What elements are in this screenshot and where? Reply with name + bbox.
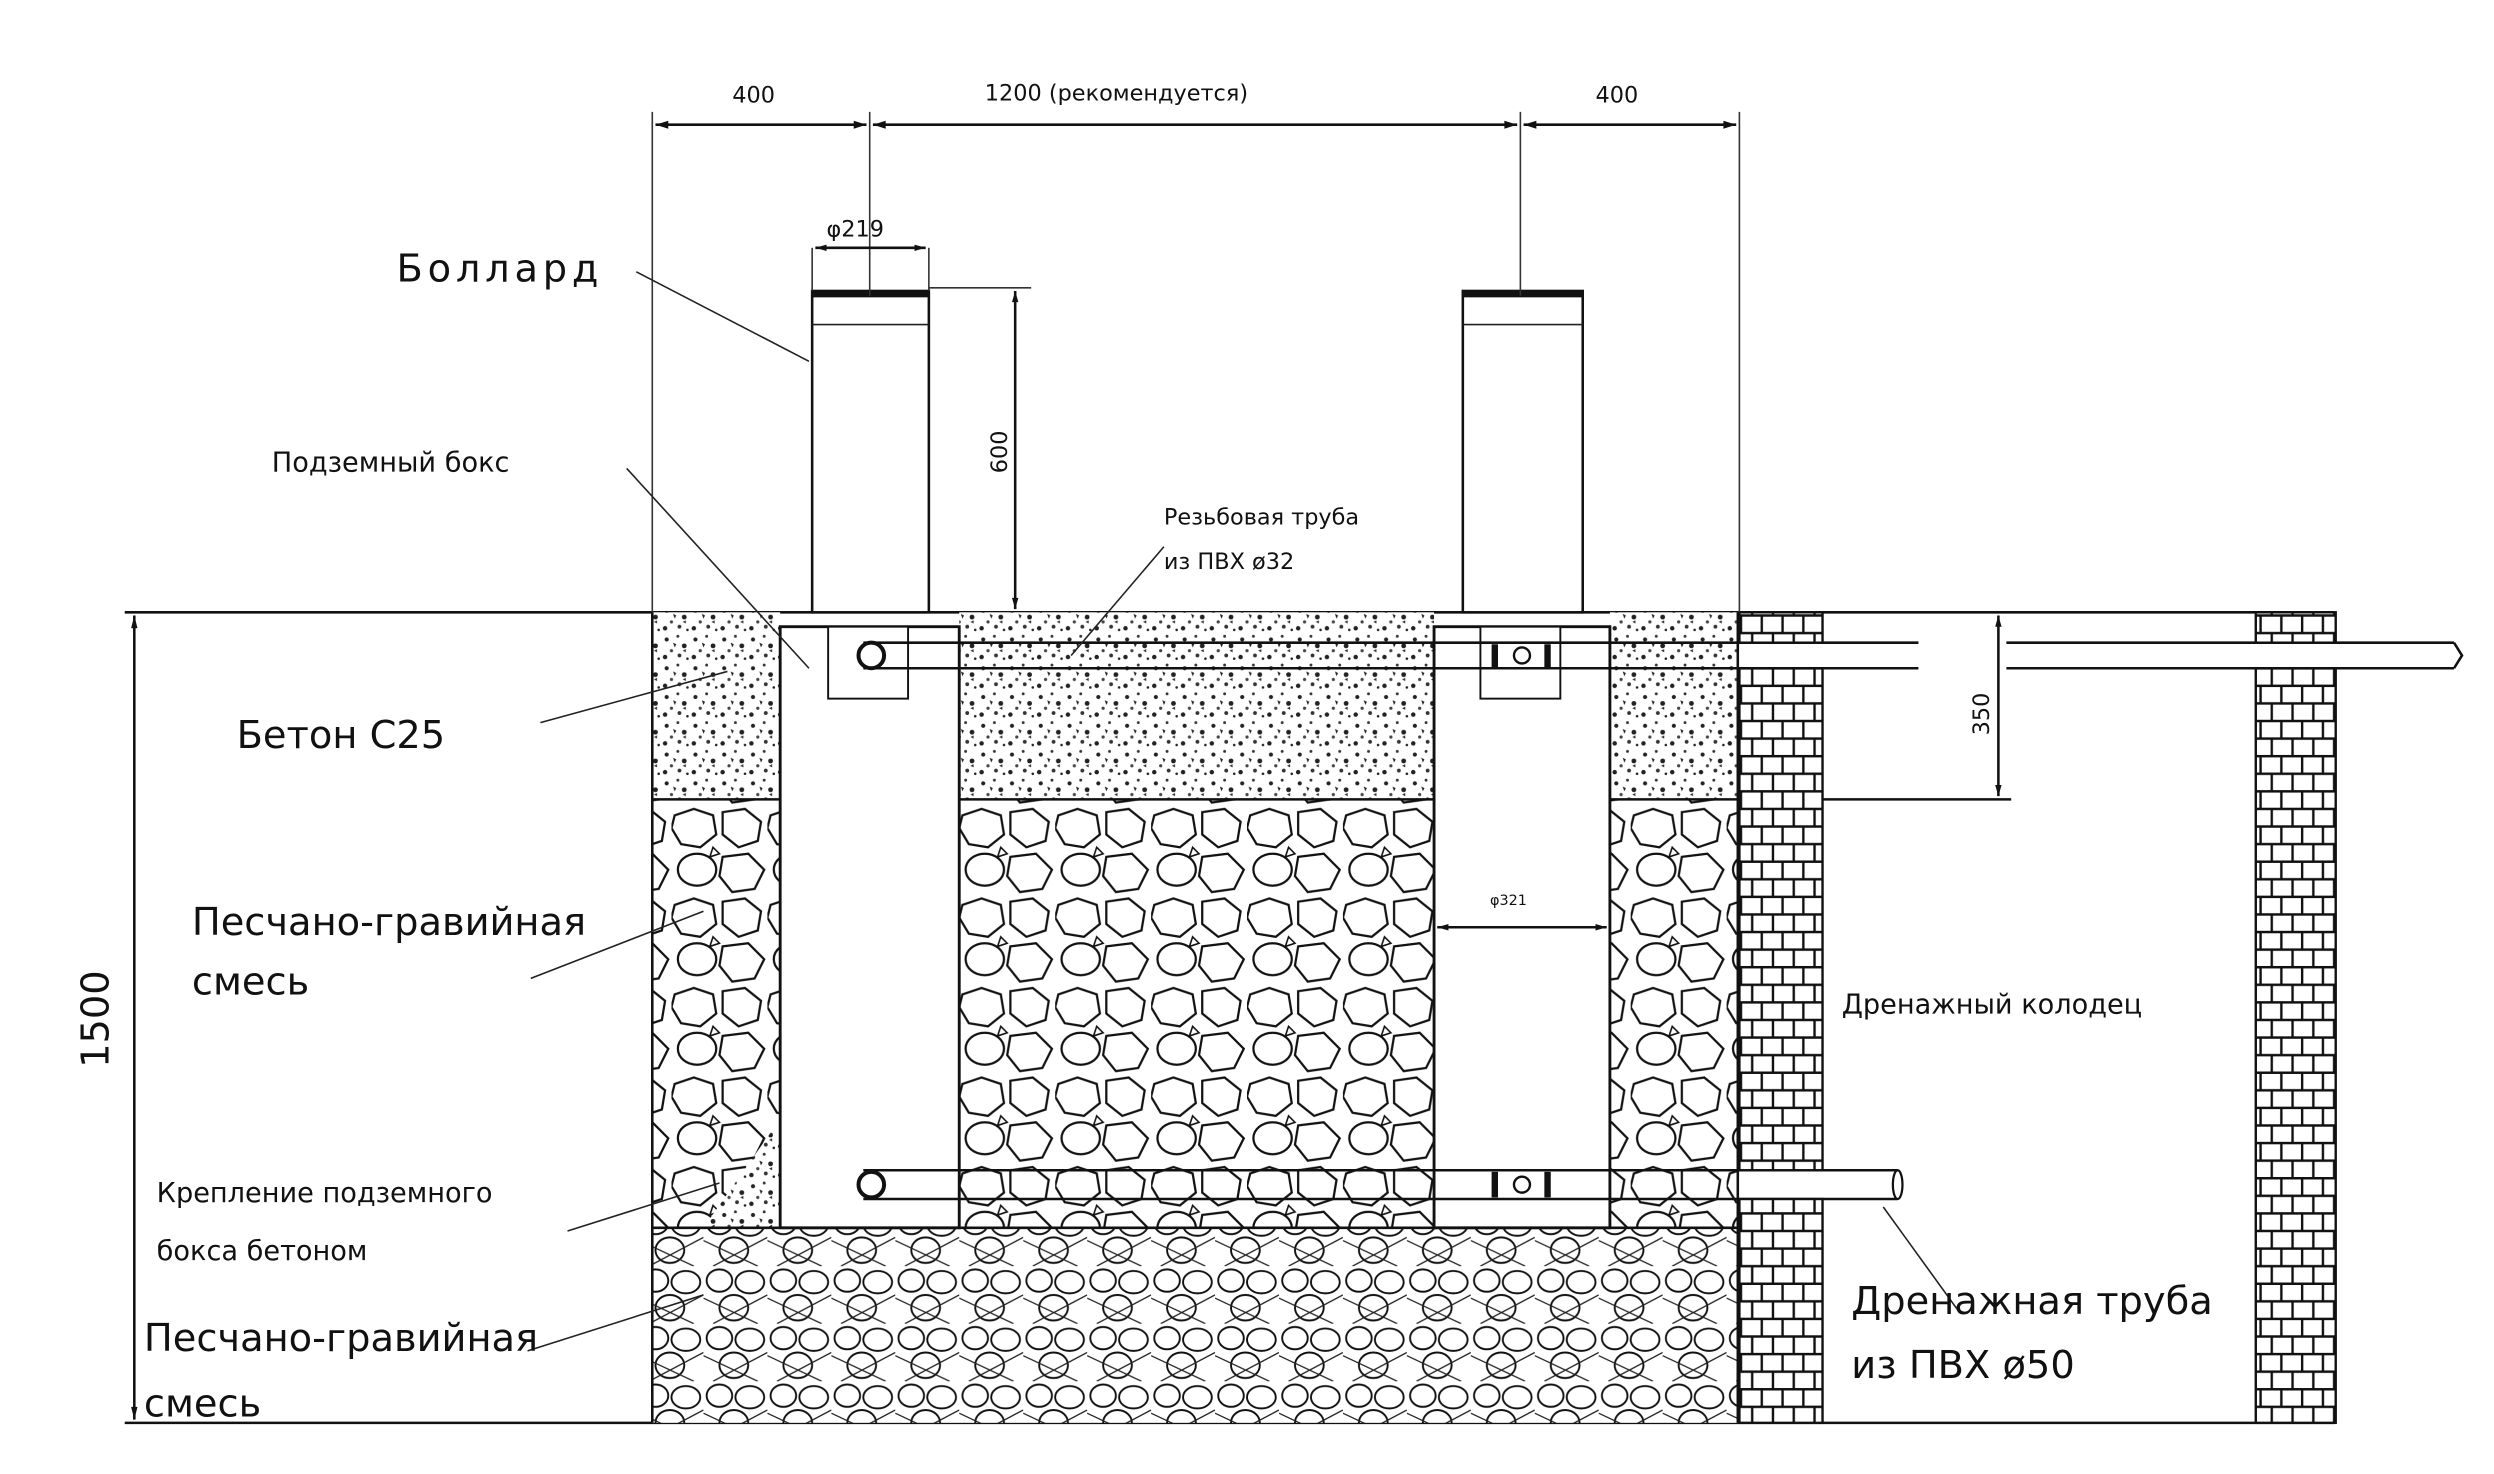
gravel-layer-upper [652, 799, 1738, 1228]
gravel-layer-lower [652, 1227, 1738, 1423]
bollard-left [810, 289, 931, 614]
label-threaded-pipe-1: Резьбовая труба [1164, 504, 1359, 530]
box-diameter-dimension [1437, 924, 1607, 931]
label-drain-well: Дренажный колодец [1842, 990, 2142, 1021]
dim-left-offset: 400 [732, 82, 775, 108]
label-underground-box: Подземный бокс [272, 448, 510, 479]
label-bollard: Боллард [396, 246, 603, 291]
label-box-fixing-2: бокса бетоном [157, 1236, 368, 1267]
label-concrete: Бетон С25 [237, 713, 446, 758]
dim-total-depth: 1500 [74, 970, 119, 1068]
label-box-fixing-1: Крепление подземного [157, 1178, 493, 1209]
underground-box-left [778, 625, 961, 1230]
label-drain-pipe-1: Дренажная труба [1851, 1279, 2212, 1324]
dim-bollard-diameter: φ219 [827, 217, 884, 243]
label-threaded-pipe-2: из ПВХ ø32 [1164, 549, 1294, 575]
bollard-right [1461, 289, 1585, 614]
dim-box-diameter: φ321 [1490, 893, 1527, 909]
dim-spacing: 1200 (рекомендуется) [985, 81, 1248, 107]
label-gravel-lower-2: смесь [144, 1381, 261, 1426]
leader-lines [527, 271, 1960, 1352]
dim-bollard-height: 600 [987, 430, 1013, 473]
concrete-layer [652, 612, 1738, 800]
drain-well [1738, 611, 2337, 1425]
label-drain-pipe-2: из ПВХ ø50 [1851, 1343, 2074, 1388]
dim-right-offset: 400 [1596, 82, 1639, 108]
top-dimensions [651, 111, 1741, 613]
drain-pvc-pipe [856, 1168, 1904, 1201]
label-gravel-upper-1: Песчано-гравийная [192, 900, 586, 945]
pipe-depth-dimension [1995, 615, 2002, 797]
box-fixing-concrete [703, 1119, 781, 1228]
label-gravel-upper-2: смесь [192, 959, 309, 1004]
label-gravel-lower-1: Песчано-гравийная [144, 1316, 538, 1361]
total-depth-dimension [131, 615, 138, 1420]
dim-pipe-depth: 350 [1969, 693, 1995, 736]
